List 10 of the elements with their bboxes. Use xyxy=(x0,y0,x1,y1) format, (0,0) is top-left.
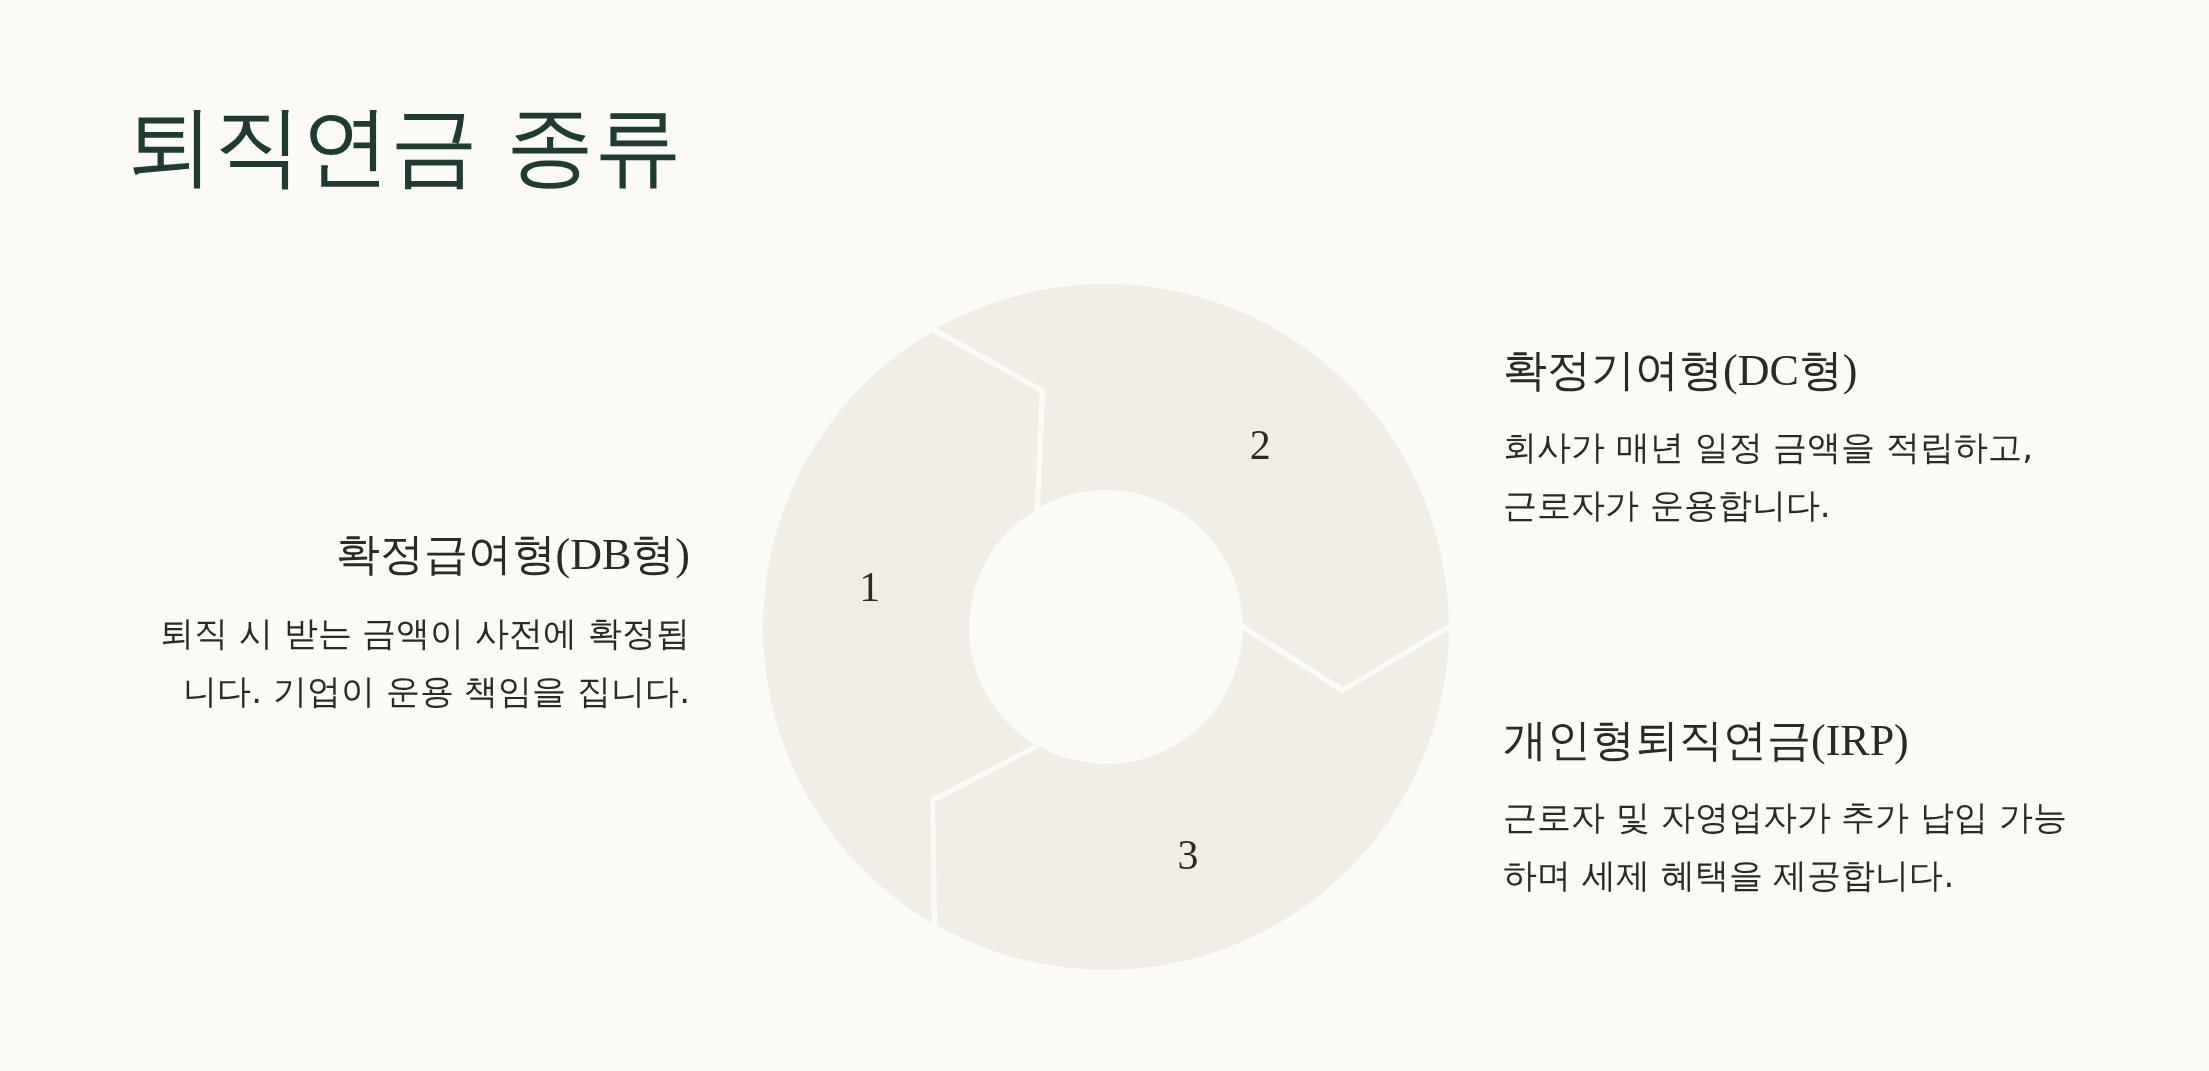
description-text: 근로자 및 자영업자가 추가 납입 가능하며 세제 혜택을 제공합니다. xyxy=(1503,796,2069,897)
step-number: 2 xyxy=(1249,424,1271,467)
section-heading: 개인형퇴직연금(IRP) xyxy=(1503,715,1909,767)
page-title: 퇴직연금 종류 xyxy=(126,93,682,199)
step-number: 3 xyxy=(1177,833,1199,876)
description-text: 퇴직 시 받는 금액이 사전에 확정됩니다. 기업이 운용 책임을 집니다. xyxy=(158,612,690,713)
section-heading: 확정기여형(DC형) xyxy=(1503,345,1858,397)
section-heading: 확정급여형(DB형) xyxy=(335,529,690,581)
description-text: 회사가 매년 일정 금액을 적립하고, 근로자가 운용합니다. xyxy=(1503,426,2035,527)
step-number: 1 xyxy=(859,566,881,609)
